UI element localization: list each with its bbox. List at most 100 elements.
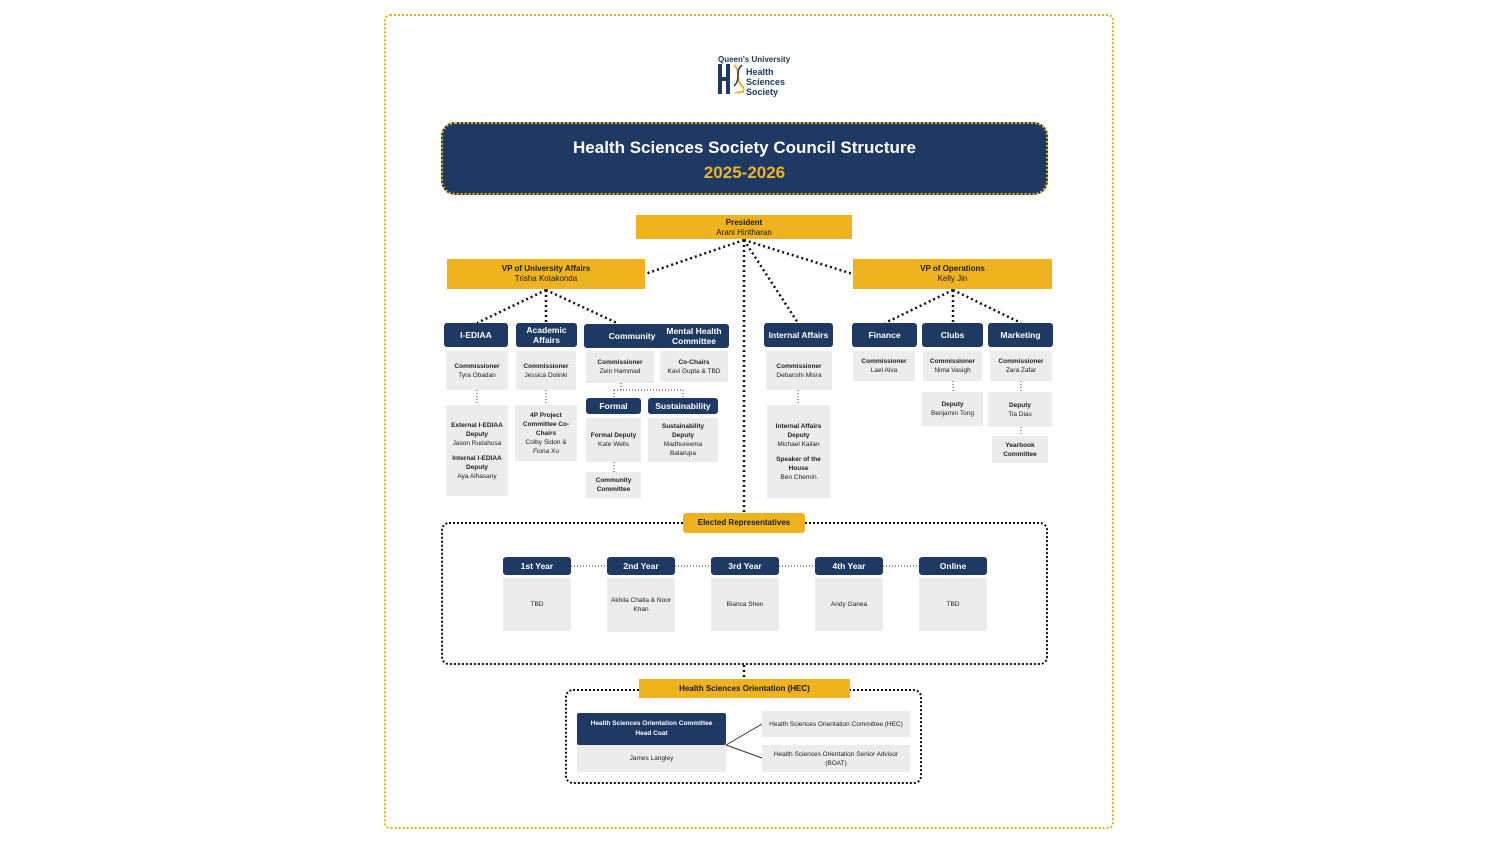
president-name: Arani Hiritharan xyxy=(716,228,772,237)
academic-commissioner-title: Commissioner xyxy=(523,362,569,370)
logo-wordmark: Health Sciences Society xyxy=(746,67,785,97)
hss-logo-icon xyxy=(718,64,730,94)
internal-speaker-name: Ben Chernin xyxy=(780,473,817,481)
community-commissioner-title: Commissioner xyxy=(597,359,643,366)
iediaa-deputy1-name: Jason Rudahusa xyxy=(452,439,502,447)
hec-advisor-card: Health Sciences Orientation Senior Advis… xyxy=(762,745,910,772)
formal-deputy-name: Kate Wells xyxy=(598,441,629,448)
internal-commissioner-title: Commissioner xyxy=(776,362,822,370)
iediaa-commissioner-card: Commissioner Tyra Obadan xyxy=(446,351,508,390)
year-4-card: Andy Ganea xyxy=(815,578,883,631)
iediaa-deputy1-title: External I-EDIAA Deputy xyxy=(451,421,503,438)
year-3-name: Bianca Shen xyxy=(726,601,764,608)
finance-commissioner-name: Lael Alva xyxy=(870,367,898,374)
finance-commissioner-title: Commissioner xyxy=(861,358,907,365)
finance-commissioner-card: Commissioner Lael Alva xyxy=(853,351,915,381)
vp-university-affairs-box: VP of University Affairs Trisha Kotakond… xyxy=(447,259,645,289)
hec-head-card: James Langley xyxy=(577,745,726,772)
academic-4p-card: 4P Project Committee Co-Chairs Colby Sid… xyxy=(515,405,577,461)
year-1-card: TBD xyxy=(503,578,571,631)
title-banner: Health Sciences Society Council Structur… xyxy=(441,122,1048,195)
year-2-card: Akhila Challa & Noor Khan xyxy=(607,578,675,632)
finance-header: Finance xyxy=(852,323,917,347)
year-1-name: TBD xyxy=(530,601,544,608)
internal-deputies-card: Internal Affairs Deputy Michael Kailan S… xyxy=(767,405,830,498)
logo-line-2: Sciences xyxy=(746,77,786,87)
sustainability-header: Sustainability xyxy=(648,398,718,414)
hec-head-name: James Langley xyxy=(629,755,674,762)
iediaa-deputy2-title: Internal I-EDIAA Deputy xyxy=(452,454,502,471)
page-year: 2025-2026 xyxy=(703,163,786,182)
community-commissioner-name: Zein Hammad xyxy=(599,368,641,375)
internal-deputy-title: Internal Affairs Deputy xyxy=(775,422,822,439)
community-committee-card: Community Committee xyxy=(586,472,641,498)
internal-commissioner-card: Commissioner Debanshi Misra xyxy=(766,351,832,390)
sustainability-deputy-card: Sustainability Deputy Madhureema Balarup… xyxy=(648,418,718,462)
year-3-card: Bianca Shen xyxy=(711,578,779,631)
clubs-commissioner-title: Commissioner xyxy=(929,358,976,365)
community-commissioner-card: Commissioner Zein Hammad xyxy=(586,351,654,383)
academic-4p-names: Colby Sidon & Fiona Xu xyxy=(525,438,567,455)
academic-commissioner-card: Commissioner Jessica Dolinki xyxy=(516,351,576,390)
year-4-name: Andy Ganea xyxy=(830,601,868,608)
hec-advisor-label: Health Sciences Orientation Senior Advis… xyxy=(773,750,899,767)
yearbook-committee-card: Yearbook Committee xyxy=(992,436,1048,463)
iediaa-commissioner-title: Commissioner xyxy=(454,362,500,370)
hec-committee-card: Health Sciences Orientation Committee (H… xyxy=(762,711,910,737)
vp-ops-role: VP of Operations xyxy=(920,264,985,273)
vp-ops-name: Kelly Jin xyxy=(937,274,968,283)
hec-head-title: Health Sciences Orientation Committee He… xyxy=(577,713,726,745)
internal-commissioner-name: Debanshi Misra xyxy=(776,371,822,379)
year-4-header: 4th Year xyxy=(815,557,883,575)
online-name: TBD xyxy=(946,601,960,608)
year-3-header: 3rd Year xyxy=(711,557,779,575)
internal-deputy-name: Michael Kailan xyxy=(777,440,820,448)
mental-health-chairs-title: Co-Chairs xyxy=(678,358,710,366)
formal-deputy-card: Formal Deputy Kate Wells xyxy=(586,418,641,462)
mental-health-header: Mental Health Committee xyxy=(659,324,729,348)
elected-reps-label: Elected Representatives xyxy=(683,513,805,533)
formal-header: Formal xyxy=(586,398,641,414)
yearbook-committee-label: Yearbook Committee xyxy=(1003,441,1037,458)
marketing-commissioner-card: Commissioner Zara Zafar xyxy=(990,351,1052,381)
academic-affairs-header: Academic Affairs xyxy=(516,323,577,347)
dna-icon xyxy=(733,64,744,94)
year-1-header: 1st Year xyxy=(503,557,571,575)
internal-affairs-header: Internal Affairs xyxy=(764,323,833,347)
clubs-deputy-title: Deputy xyxy=(941,401,964,408)
online-card: TBD xyxy=(919,578,987,631)
formal-deputy-title: Formal Deputy xyxy=(590,432,637,439)
marketing-header: Marketing xyxy=(988,323,1053,347)
clubs-deputy-name: Benjamin Tong xyxy=(931,410,974,417)
marketing-deputy-title: Deputy xyxy=(1008,401,1032,409)
marketing-deputy-card: Deputy Tia Dias xyxy=(988,392,1052,427)
academic-commissioner-name: Jessica Dolinki xyxy=(524,371,568,379)
hec-committee-label: Health Sciences Orientation Committee (H… xyxy=(769,720,903,728)
year-2-name: Akhila Challa & Noor Khan xyxy=(611,597,671,613)
page-title: Health Sciences Society Council Structur… xyxy=(573,138,916,157)
logo-university: Queen's University xyxy=(718,55,791,64)
marketing-commissioner-name: Zara Zafar xyxy=(1005,367,1037,374)
community-committee-label: Community Committee xyxy=(595,477,632,493)
mental-health-chairs-names: Kavi Gupta & TBD xyxy=(667,367,721,375)
marketing-deputy-name: Tia Dias xyxy=(1008,410,1032,418)
clubs-header: Clubs xyxy=(922,323,983,347)
clubs-deputy-card: Deputy Benjamin Tong xyxy=(922,392,983,426)
logo-line-3: Society xyxy=(746,87,779,97)
vp-ua-name: Trisha Kotakonda xyxy=(514,274,578,283)
internal-speaker-title: Speaker of the House xyxy=(776,455,821,472)
page-frame xyxy=(384,14,1114,829)
president-box: President Arani Hiritharan xyxy=(636,215,852,239)
academic-4p-title: 4P Project Committee Co-Chairs xyxy=(522,411,570,437)
clubs-commissioner-card: Commissioner Nima Vasigh xyxy=(923,351,982,381)
sustainability-deputy-name: Madhureema Balarupa xyxy=(663,441,703,457)
iediaa-header: I-EDIAA xyxy=(444,323,508,347)
iediaa-deputy2-name: Aya Alhasany xyxy=(457,472,497,480)
online-header: Online xyxy=(919,557,987,575)
vp-operations-box: VP of Operations Kelly Jin xyxy=(853,259,1052,289)
marketing-commissioner-title: Commissioner xyxy=(998,358,1044,365)
hec-label: Health Sciences Orientation (HEC) xyxy=(639,679,850,698)
president-role: President xyxy=(725,218,763,227)
logo-line-1: Health xyxy=(746,67,774,77)
